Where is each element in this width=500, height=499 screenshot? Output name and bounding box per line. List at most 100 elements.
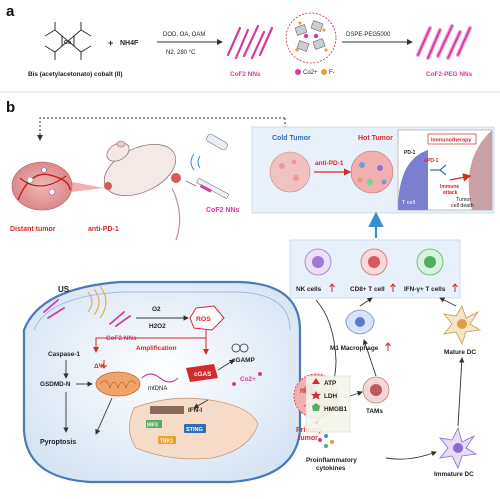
cytokines-to-dc-arrow [385,451,437,460]
ifn-t-label: IFN-γ+ T cells [404,286,446,293]
tbk1-box [158,436,176,444]
peg-reagent: DSPE-PEG5000 [346,32,391,38]
f-ion-icon [321,69,327,75]
t-cell-label: T cell [402,200,415,206]
irf3-label: IRF3 [147,423,158,429]
conditions-top: DOD, OA, OAM [163,32,205,38]
co2-ions [232,372,262,386]
increase-arrows [329,283,458,292]
crystal-atoms [295,21,328,52]
cytokines-label-1: Proinflammatory [306,457,357,464]
anti-pd1-left-label: anti-PD-1 [88,226,119,233]
product1-label: CoF2 NNs [230,71,261,78]
hot-tumor-label: Hot Tumor [358,135,393,142]
panel-a: a Co Bis (acetylacetonato) cobalt (II) +… [6,3,473,78]
antibody-icon [430,164,447,176]
us-label: US [58,285,70,294]
syringe-icon [185,177,230,200]
irf3-box [146,420,162,428]
pd1-label: PD-1 [404,150,416,156]
cytokines-label-2: cytokines [316,465,346,472]
tumor-cell-shape [468,130,492,210]
ifn-dna-band [150,406,184,414]
immature-dc-label: Immature DC [434,471,474,478]
co-ion-icon [295,69,301,75]
crystal-lattice [294,20,326,52]
cobalt-acac-structure [44,22,92,60]
cgamp-icon [231,343,249,353]
immune-attack-label-1: Immune [440,184,459,190]
cgas-label: cGAS [194,371,212,378]
legend-co: Co2+ [295,69,318,76]
hmgb1-label: HMGB1 [324,406,348,413]
sting-label: STING [186,427,203,433]
h2o2-label: H2O2 [149,323,166,330]
tams-label: TAMs [366,408,383,415]
co2-label: Co2+ [240,376,256,383]
m1-label: M1 Macrophage [330,345,379,352]
cgamp-label: cGAMP [232,357,255,364]
cold-tumor-label: Cold Tumor [272,135,311,142]
m1-macrophage-graphic [345,309,375,335]
immune-attack-label-2: attack [443,190,458,196]
product2-label: CoF2-PEG NNs [426,71,473,78]
ultrasound-probe-icon [190,133,228,171]
legend-f-label: F- [329,70,335,76]
delta-psi-decrease-arrow [101,360,107,369]
co-atom-label: Co [64,40,72,46]
injection-label: CoF2 NNs [206,207,240,214]
tbk1-label: TBK1 [160,439,173,445]
conditions-bottom: N2, 280 °C [166,50,196,56]
ros-to-caspase-arrow [93,337,206,353]
distant-beam [72,182,104,192]
mtdna-label: mtDNA [148,386,167,392]
tumor-cell-death-label-2: cell death [451,203,474,209]
nk-cell-graphic [304,248,332,276]
us-wave-icon [87,285,107,319]
hmgb1-icon [312,403,320,411]
hot-tumor-graphic [350,150,394,194]
immunotherapy-box [427,133,477,145]
cold-tumor-graphic [269,151,311,193]
delta-psi-label: ΔΨ [94,363,104,370]
m1-increase-arrow [385,342,391,351]
inner-membrane [33,291,291,331]
plus-sign: + [108,38,113,48]
mitochondrion-graphic [95,371,141,397]
tams-to-m1-arrow [362,339,377,377]
crystal-inset [285,12,337,64]
mouse-graphic [103,140,181,241]
mature-dc-label: Mature DC [444,349,476,356]
cd8-t-cell-graphic [360,248,388,276]
immune-attack-arrow [449,173,472,182]
legend-co-label: Co2+ [303,70,318,76]
dotted-feedback-arrow [37,117,285,141]
caspase-label: Caspase-1 [48,351,80,358]
legend-f: F- [321,69,335,76]
cell-nanoneedles [43,299,131,327]
t-cell-shape [398,150,428,210]
ifn-i-label: IFN-I [188,407,202,414]
m1-to-effector-arrow [359,297,373,307]
ros-label: ROS [196,316,211,323]
apd1-label: αPD-1 [424,158,439,164]
immature-dc-graphic [439,426,478,470]
ros-burst-icon [189,305,225,331]
reagent-name: Bis (acetylacetonato) cobalt (II) [28,71,122,78]
cof2-nanoneedles [226,24,274,60]
sting-activation-arrow [193,399,209,409]
immature-to-mature-arrow [457,357,465,427]
immunotherapy-label: Immunotherapy [431,138,471,144]
tumor-cell-death-label-1: Tumor [456,197,471,203]
cgas-box [186,364,218,382]
pyroptosis-label: Pyroptosis [40,439,76,446]
panel-b: b Distant tumor anti-PD-1 [6,99,495,484]
ldh-icon [311,391,321,400]
cd8-t-label: CD8+ T cell [350,286,385,293]
dc-to-effector-arrow [439,297,457,307]
atp-label: ATP [324,380,337,387]
amplification-label: Amplification [136,345,177,352]
ifn-t-cell-graphic [416,248,444,276]
nk-cells-label: NK cells [296,286,322,293]
